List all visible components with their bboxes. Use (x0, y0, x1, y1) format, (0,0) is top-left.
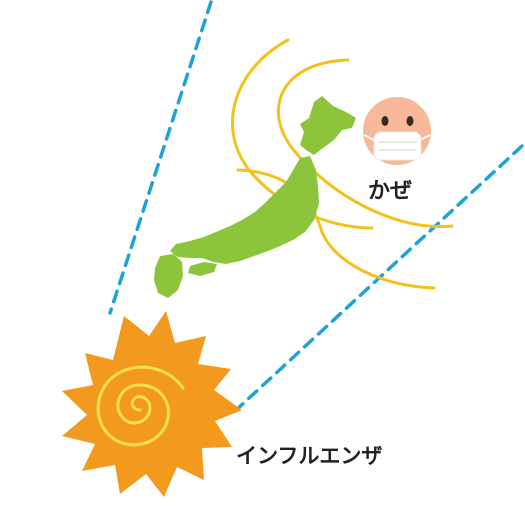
dashed-line-left (108, 0, 213, 315)
map-honshu (170, 156, 319, 264)
japan-map (154, 96, 356, 298)
cold-label: かぜ (368, 179, 413, 204)
virus-spiral (96, 365, 185, 447)
virus-core (88, 356, 192, 460)
influenza-label: インフルエンザ (236, 444, 383, 468)
masked-face-icon (361, 95, 433, 167)
wind-line-2 (276, 58, 454, 229)
spiky-sun-virus-icon (62, 311, 242, 497)
wind-line-1 (231, 38, 374, 230)
cold-wind-lines (231, 38, 454, 290)
map-shikoku (188, 262, 217, 276)
mask-strap-right (419, 134, 431, 141)
wind-line-3 (236, 168, 436, 290)
map-hokkaido (300, 96, 356, 155)
dashed-spread-lines (108, 0, 524, 414)
face-mask (373, 131, 422, 161)
map-kyushu (154, 254, 183, 298)
face-eye-left (381, 116, 389, 126)
face-eye-right (406, 116, 414, 126)
mask-strap-left (363, 134, 375, 141)
dashed-line-right (232, 144, 524, 414)
